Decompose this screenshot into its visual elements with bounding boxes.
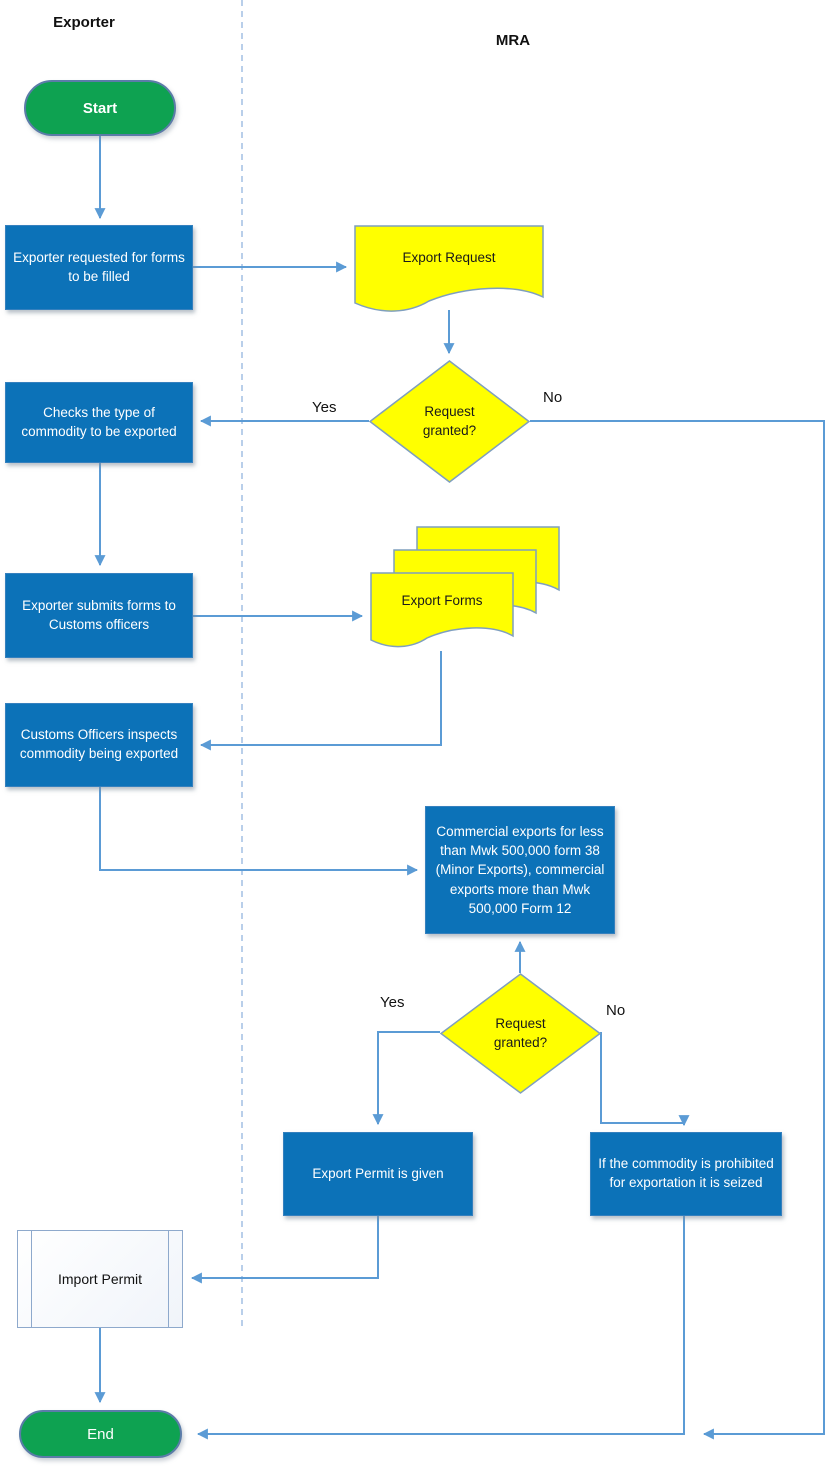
lane-divider (241, 0, 243, 1330)
process-submits-forms-label: Exporter submits forms to Customs office… (22, 597, 176, 632)
process-customs-inspects: Customs Officers inspects commodity bein… (5, 703, 193, 787)
process-commercial-exports: Commercial exports for less than Mwk 500… (425, 806, 615, 934)
connector-decision1-no-to-end (530, 420, 825, 1440)
decision-shape (368, 360, 531, 483)
process-commercial-exports-label: Commercial exports for less than Mwk 500… (435, 824, 605, 916)
decision-request-granted-1-label: Request granted? (422, 404, 477, 438)
process-checks-commodity: Checks the type of commodity to be expor… (5, 382, 193, 463)
multidocument-export-forms: Export Forms (370, 526, 562, 656)
connector-export-forms-to-inspects (199, 651, 442, 751)
terminator-end-label: End (87, 1425, 114, 1443)
document-export-request-label: Export Request (402, 249, 496, 265)
connector-permit-to-import-permit (190, 1216, 379, 1284)
process-request-forms-label: Exporter requested for forms to be fille… (13, 249, 185, 284)
predefined-process-import-permit-label: Import Permit (57, 1271, 142, 1287)
predefined-left-bar (31, 1231, 32, 1327)
process-prohibited-seized: If the commodity is prohibited for expor… (590, 1132, 782, 1216)
multidocument-export-forms-label: Export Forms (401, 592, 483, 608)
edge-label-yes-2: Yes (380, 994, 405, 1011)
decision-request-granted-2-label: Request granted? (493, 1016, 548, 1050)
predefined-process-import-permit: Import Permit (17, 1230, 183, 1328)
lane-header-mra: MRA (495, 32, 531, 49)
process-export-permit-label: Export Permit is given (312, 1165, 444, 1181)
process-prohibited-seized-label: If the commodity is prohibited for expor… (598, 1156, 774, 1190)
edge-label-no-1: No (543, 389, 563, 406)
edge-label-no-2: No (606, 1002, 626, 1019)
connector-decision2-yes-to-permit (372, 1031, 440, 1126)
decision-shape (439, 973, 602, 1094)
connector-seized-to-end (196, 1216, 685, 1440)
lane-header-exporter: Exporter (53, 14, 115, 31)
terminator-start: Start (24, 80, 176, 136)
decision-request-granted-2: Request granted? (439, 973, 602, 1094)
process-submits-forms: Exporter submits forms to Customs office… (5, 573, 193, 658)
document-shape (354, 225, 544, 312)
process-checks-commodity-label: Checks the type of commodity to be expor… (21, 404, 177, 439)
connector-inspects-to-commercial (99, 787, 419, 876)
predefined-right-bar (168, 1231, 169, 1327)
process-customs-inspects-label: Customs Officers inspects commodity bein… (19, 727, 179, 761)
connector-decision2-no-to-seized (600, 1032, 690, 1127)
terminator-start-label: Start (82, 99, 118, 117)
document-shape-front (370, 572, 514, 648)
process-export-permit: Export Permit is given (283, 1132, 473, 1216)
edge-label-yes-1: Yes (312, 399, 337, 416)
process-request-forms: Exporter requested for forms to be fille… (5, 225, 193, 310)
decision-request-granted-1: Request granted? (368, 360, 531, 483)
document-export-request: Export Request (354, 225, 544, 317)
terminator-end: End (19, 1410, 182, 1458)
